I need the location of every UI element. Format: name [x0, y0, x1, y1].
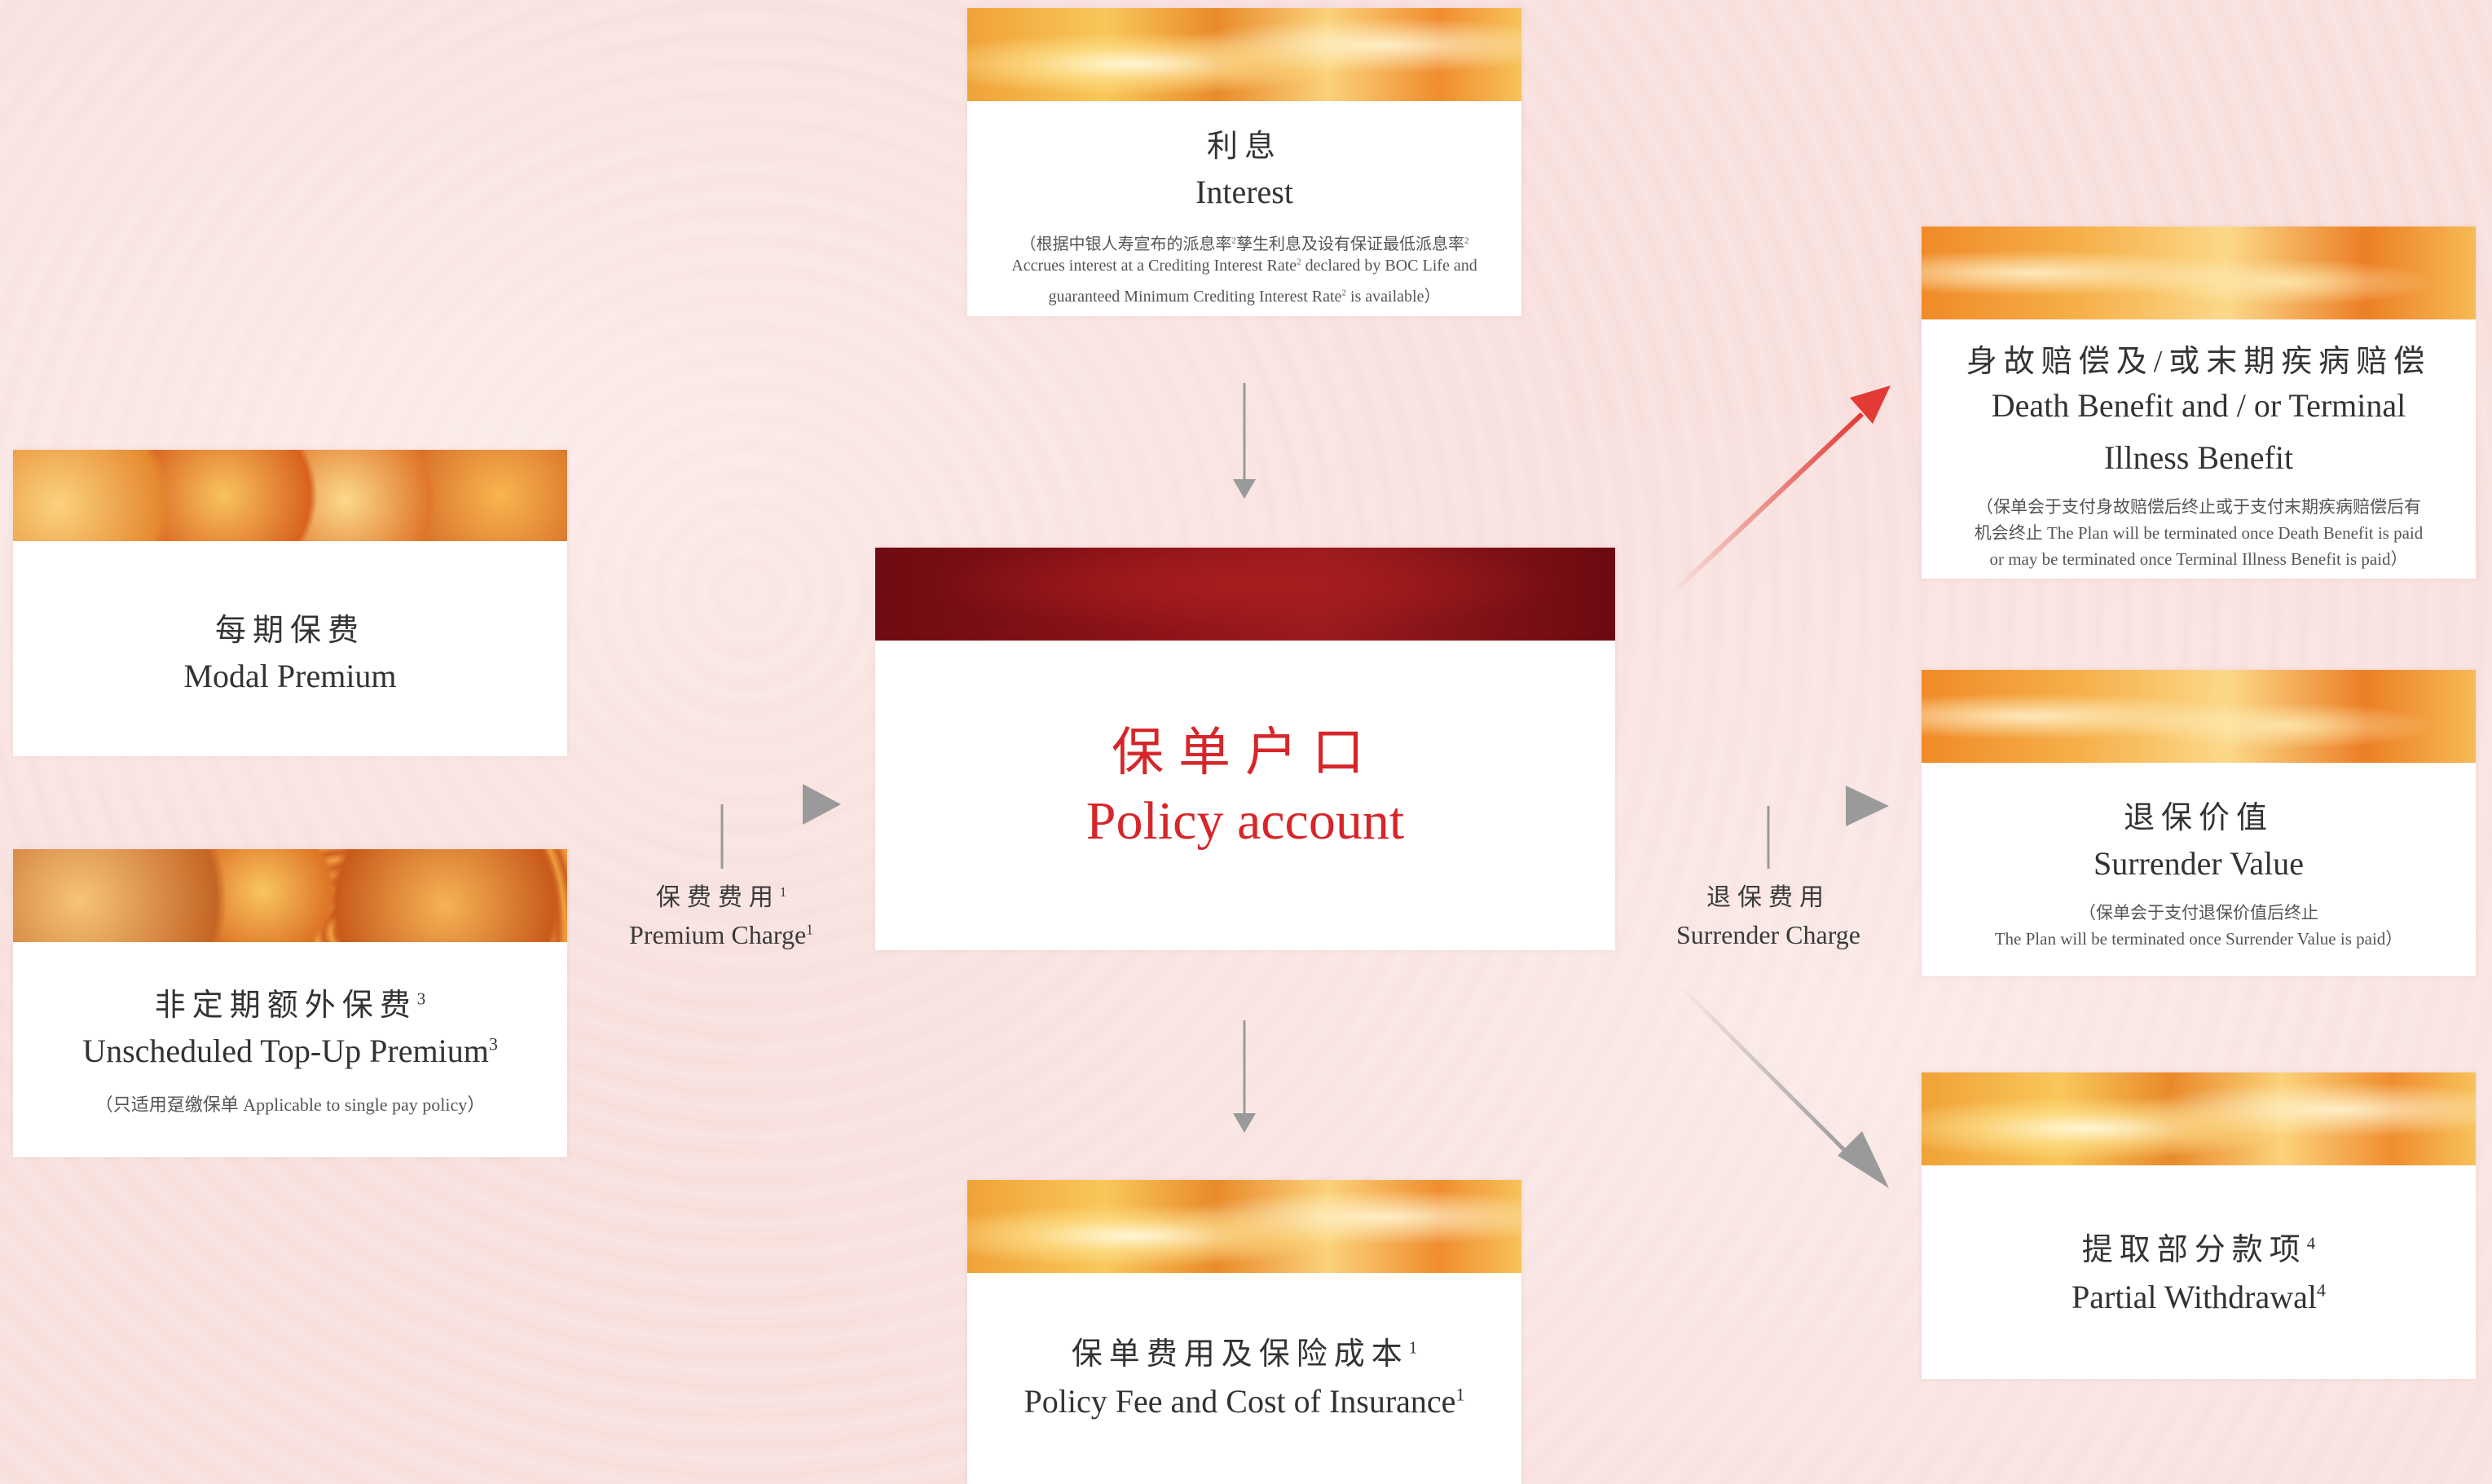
surrender-value-title-zh: 退保价值	[2123, 801, 2274, 835]
policy-fee-title-zh: 保单费用及保险成本1	[1071, 1337, 1418, 1372]
modal-premium-title-en: Modal Premium	[183, 658, 397, 694]
interest-note-zh: （根据中银人寿宣布的派息率2孳生利息及设有保证最低派息率2	[1019, 236, 1469, 253]
modal-premium-title-zh: 每期保费	[214, 614, 365, 648]
death-benefit-note1: （保单会于支付身故赔偿后终止或于支付末期疾病赔偿后有	[1976, 497, 2421, 517]
interest-card: 利息 Interest （根据中银人寿宣布的派息率2孳生利息及设有保证最低派息率…	[967, 8, 1521, 316]
arrow-account-to-surrender-value	[1662, 786, 1889, 869]
surrender-value-image-band	[1922, 670, 2476, 763]
policy-account-card: 保单户口 Policy account	[875, 548, 1615, 950]
surrender-charge-label: 退保费用 Surrender Charge	[1646, 880, 1891, 953]
premium-charge-en: Premium Charge1	[629, 920, 813, 949]
interest-image-band	[967, 8, 1521, 101]
surrender-value-note1: （保单会于支付退保价值后终止	[2079, 903, 2318, 923]
death-benefit-title-zh: 身故赔偿及/或末期疾病赔偿	[1966, 345, 2432, 379]
partial-withdrawal-title-en: Partial Withdrawal4	[2072, 1279, 2326, 1315]
death-benefit-card: 身故赔偿及/或末期疾病赔偿 Death Benefit and / or Ter…	[1922, 227, 2476, 579]
policy-account-image-band	[875, 548, 1615, 641]
topup-premium-image-band	[13, 849, 567, 942]
topup-title-en: Unscheduled Top-Up Premium3	[82, 1033, 498, 1069]
interest-note-en-line2: guaranteed Minimum Crediting Interest Ra…	[1048, 288, 1441, 306]
topup-title-zh: 非定期额外保费3	[154, 989, 426, 1023]
interest-note-en-line1: Accrues interest at a Crediting Interest…	[1011, 257, 1477, 275]
surrender-value-note2: The Plan will be terminated once Surrend…	[1994, 929, 2403, 949]
interest-title-en: Interest	[1195, 174, 1293, 210]
policy-fee-card: 保单费用及保险成本1 Policy Fee and Cost of Insura…	[967, 1180, 1521, 1484]
modal-premium-image-band	[13, 450, 567, 541]
arrow-account-to-death-benefit	[1668, 385, 1891, 597]
premium-charge-zh: 保费费用1	[655, 884, 787, 911]
surrender-charge-zh: 退保费用	[1706, 884, 1830, 911]
surrender-charge-en: Surrender Charge	[1676, 920, 1860, 949]
policy-account-title-en: Policy account	[1085, 791, 1405, 851]
interest-title-zh: 利息	[1206, 130, 1282, 164]
policy-fee-image-band	[967, 1180, 1521, 1273]
death-benefit-title-en1: Death Benefit and / or Terminal	[1991, 387, 2406, 424]
partial-withdrawal-card: 提取部分款项4 Partial Withdrawal4	[1922, 1072, 2476, 1379]
partial-withdrawal-title-zh: 提取部分款项4	[2081, 1233, 2316, 1267]
policy-fee-title-en: Policy Fee and Cost of Insurance1	[1024, 1383, 1465, 1420]
death-benefit-note2: 机会终止 The Plan will be terminated once De…	[1974, 523, 2424, 543]
death-benefit-title-en2: Illness Benefit	[2103, 439, 2294, 476]
partial-withdrawal-image-band	[1922, 1072, 2476, 1165]
modal-premium-card: 每期保费 Modal Premium	[13, 450, 567, 756]
topup-premium-card: 非定期额外保费3 Unscheduled Top-Up Premium3 （只适…	[13, 849, 567, 1157]
surrender-value-title-en: Surrender Value	[2093, 845, 2305, 882]
arrow-account-to-partial-withdrawal	[1677, 983, 1889, 1188]
policy-account-title-zh: 保单户口	[1112, 724, 1379, 782]
arrow-interest-to-account	[1233, 383, 1256, 499]
death-benefit-note3: or may be terminated once Terminal Illne…	[1989, 549, 2408, 569]
arrow-premium-to-account	[619, 784, 841, 869]
premium-charge-label: 保费费用1 Premium Charge1	[599, 880, 843, 953]
arrow-account-to-policy-fee	[1233, 1020, 1256, 1133]
topup-note: （只适用趸缴保单 Applicable to single pay policy…	[95, 1094, 486, 1115]
surrender-value-card: 退保价值 Surrender Value （保单会于支付退保价值后终止 The …	[1922, 670, 2476, 976]
death-benefit-image-band	[1922, 227, 2476, 319]
